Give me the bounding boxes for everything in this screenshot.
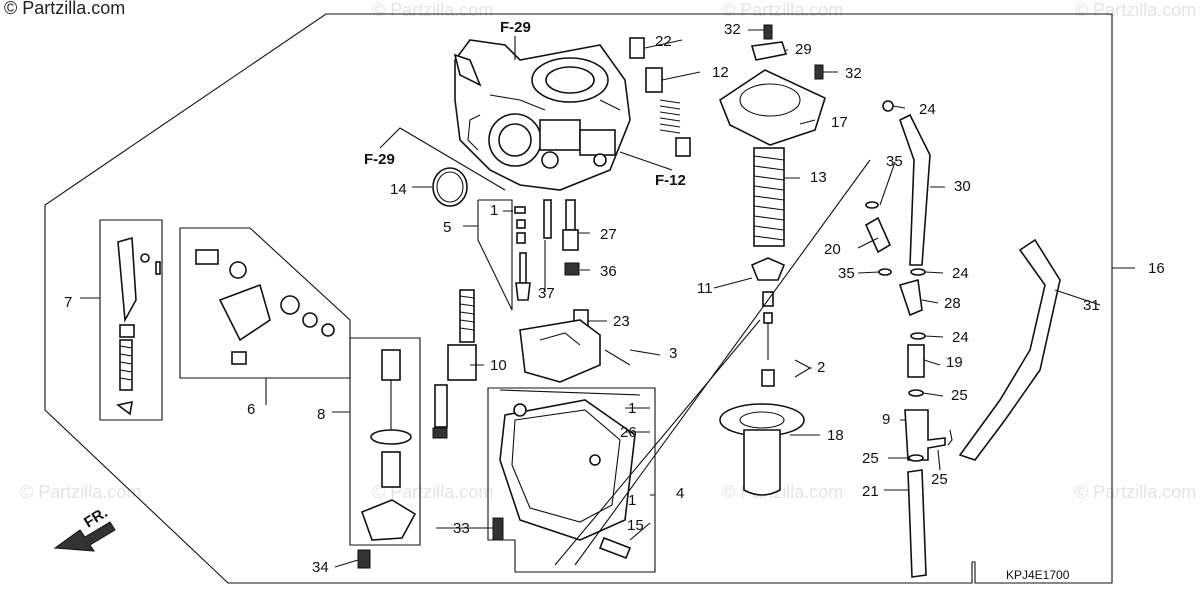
screw-part-33: [492, 517, 504, 541]
callout: 23: [613, 313, 630, 330]
diaphragm-part-18: [719, 403, 805, 496]
callout: 36: [600, 263, 617, 280]
callout: 34: [312, 559, 329, 576]
callout: 24: [919, 101, 936, 118]
jet-group: [514, 199, 552, 301]
callout: 25: [862, 450, 879, 467]
watermark: © Partzilla.com: [372, 0, 493, 20]
tube-part-20: [864, 216, 892, 254]
spring-part-13: [753, 147, 785, 247]
screw-part-34: [357, 549, 371, 569]
cover-part-17: [719, 69, 826, 146]
callout: 12: [712, 64, 729, 81]
callout: 10: [490, 357, 507, 374]
pump-part-8: [360, 349, 417, 541]
callout: 8: [317, 406, 325, 423]
callout: 18: [827, 427, 844, 444]
callout: 30: [954, 178, 971, 195]
callout: 11: [697, 280, 713, 297]
callout: 4: [676, 485, 684, 502]
callout: 17: [831, 114, 848, 131]
callout: 35: [886, 153, 903, 170]
callout: 13: [810, 169, 827, 186]
callout: 25: [931, 471, 948, 488]
ref-label: F-29: [500, 19, 531, 36]
callout: 37: [538, 285, 555, 302]
callout: 19: [946, 354, 963, 371]
callout: 31: [1083, 297, 1100, 314]
callout: 24: [952, 329, 969, 346]
callout: 28: [944, 295, 961, 312]
float-bowl-part-4: [499, 399, 636, 541]
callout: 1: [628, 492, 636, 509]
callout: 1: [490, 202, 498, 219]
callout: 27: [600, 226, 617, 243]
float-pin: [604, 349, 631, 366]
callout: 35: [838, 265, 855, 282]
screw-part-36: [564, 262, 580, 276]
drain-screw-part-15: [598, 536, 632, 560]
bracket-8: [349, 337, 421, 546]
front-arrow-icon: [53, 521, 116, 552]
watermark: © Partzilla.com: [1075, 0, 1196, 20]
hose-part-30: [899, 113, 931, 266]
diagram-code: KPJ4E1700: [1006, 568, 1070, 582]
callout: 22: [655, 33, 672, 50]
screw-part-32b: [814, 64, 824, 80]
callout: 25: [951, 387, 968, 404]
tjoint-part-9: [904, 409, 946, 461]
callout: 6: [247, 401, 255, 418]
callout: 9: [882, 411, 890, 428]
callout: 32: [845, 65, 862, 82]
tube-part-21: [907, 469, 927, 578]
callout: 14: [390, 181, 407, 198]
clip-part-24: [882, 100, 894, 112]
lever-part-6: [195, 249, 335, 365]
callout: 32: [724, 21, 741, 38]
plunger-part-22: [629, 37, 645, 59]
valve-part-12: [645, 67, 663, 93]
callout: 7: [64, 294, 72, 311]
filter-part-19: [907, 344, 925, 378]
choke-part-7: [116, 236, 161, 416]
watermark: © Partzilla.com: [722, 0, 843, 20]
callout: 3: [669, 345, 677, 362]
spring-part-12: [659, 99, 681, 134]
float-part-3: [519, 319, 601, 383]
joint-part-28: [898, 278, 923, 317]
idle-screw-part-10: [432, 289, 477, 439]
watermark: © Partzilla.com: [372, 482, 493, 502]
needle-holder-part-11: [750, 257, 786, 281]
callout: 29: [795, 41, 812, 58]
callout: 20: [824, 241, 841, 258]
carburetor-body: [453, 39, 631, 191]
watermark: © Partzilla.com: [1075, 482, 1196, 502]
callout: 2: [817, 359, 825, 376]
copyright-text: © Partzilla.com: [4, 0, 125, 18]
callout: 21: [862, 483, 879, 500]
screw-part-32: [763, 24, 773, 40]
watermark: © Partzilla.com: [20, 482, 141, 502]
clip-part-35: [865, 201, 879, 209]
callout: 16: [1148, 260, 1165, 277]
callout: 24: [952, 265, 969, 282]
watermark: © Partzilla.com: [722, 482, 843, 502]
bracket-7: [99, 219, 163, 421]
ref-label: F-12: [655, 172, 686, 189]
callout: 5: [443, 219, 451, 236]
o-ring-part: [432, 167, 468, 207]
screw-part-27: [565, 199, 576, 231]
bracket-4: [487, 387, 656, 573]
ref-label: F-29: [364, 151, 395, 168]
hose-part-31: [958, 238, 1061, 461]
diagram-border: [44, 13, 1113, 584]
bracket-6: [179, 227, 351, 379]
plate-part-29: [750, 41, 788, 61]
callout: 15: [627, 517, 644, 534]
bracket-5: [477, 199, 513, 311]
